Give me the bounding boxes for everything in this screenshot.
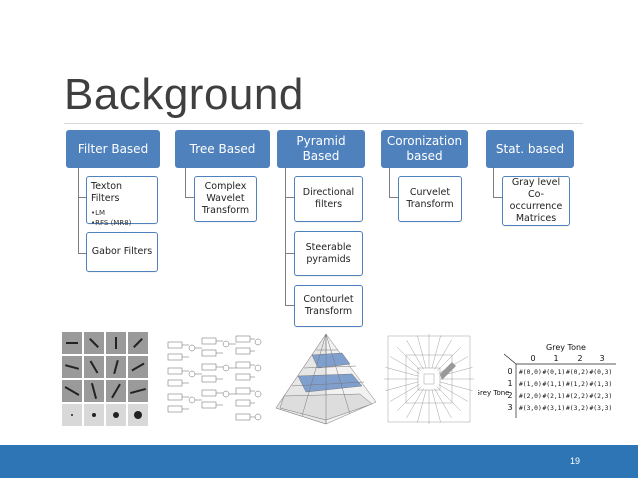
wavelet-tree-image [162,328,270,428]
filter-stroke [111,383,121,399]
header-coronization-based: Coronization based [381,130,468,168]
glcm-cell: #(3,0) [519,405,542,412]
glcm-row-2: 2 [507,391,512,400]
connector [389,168,398,198]
glcm-cell: #(2,0) [519,393,542,400]
glcm-cell: #(3,2) [566,405,589,412]
node-steerable-pyramids: Steerable pyramids [294,231,363,276]
glcm-cell: #(3,3) [590,405,613,412]
filter-stroke [130,387,146,395]
curvelet-ray [436,347,461,372]
filter-stroke [113,359,119,375]
curvelet-ray [389,356,420,374]
glcm-cell: #(0,3) [590,369,613,376]
title-divider [64,123,583,124]
glcm-row-3: 3 [507,403,512,412]
node-texton-filters: Texton Filters •LM •RFS (MR8) [86,176,158,227]
filter-stroke [64,386,80,396]
header-filter-based: Filter Based [66,130,160,168]
curvelet-tiling-image [384,328,474,428]
filter-dot [113,412,119,418]
curvelet-ray [438,384,469,402]
glcm-row-1: 1 [507,379,512,388]
glcm-cell: #(1,1) [543,381,566,388]
curvelet-ray [385,381,419,391]
connector [493,168,502,198]
connector [78,196,86,254]
filter-bank-image [58,328,150,428]
glcm-cell: #(0,1) [543,369,566,376]
filter-stroke [89,360,99,374]
bullet-rfs: •RFS (MR8) [91,219,132,227]
curvelet-ray [417,389,427,423]
curvelet-ray [385,367,419,377]
glcm-cell: #(1,3) [590,381,613,388]
slide-title: Background [64,70,304,119]
node-curvelet-transform: Curvelet Transform [398,176,462,222]
curvelet-ray [434,388,452,419]
node-label: Gray level Co-occurrence Matrices [509,177,563,224]
connector [285,168,294,198]
header-stat-based: Stat. based [486,130,574,168]
connector [285,252,294,306]
curvelet-ray [406,339,424,370]
node-label: Steerable pyramids [305,241,352,265]
glcm-cell: #(2,2) [566,393,589,400]
glcm-row-label: Grey Tone [478,389,509,397]
curvelet-ray [397,347,422,372]
curvelet-ray [406,388,424,419]
node-label: Curvelet Transform [406,187,454,210]
node-label: Contourlet Transform [303,294,354,317]
filter-stroke [64,364,80,370]
node-label: Complex Wavelet Transform [201,181,250,216]
filter-stroke [133,338,143,348]
curvelet-ray [434,339,452,370]
filter-dot [92,413,96,417]
node-glcm: Gray level Co-occurrence Matrices [502,176,570,226]
curvelet-ray [436,386,461,411]
connector [185,168,194,198]
bullet-lm: •LM [91,209,106,217]
curvelet-ray [431,335,441,369]
curvelet-ray [389,384,420,402]
glcm-row-0: 0 [507,367,512,376]
filter-stroke [90,383,98,399]
glcm-col-3: 3 [599,354,604,363]
glcm-cell: #(1,2) [566,381,589,388]
node-complex-wavelet: Complex Wavelet Transform [194,176,257,222]
filter-stroke [131,362,145,372]
node-label: Texton Filters [91,181,123,204]
glcm-col-0: 0 [530,354,535,363]
glcm-cell: #(2,1) [543,393,566,400]
glcm-cell: #(2,3) [590,393,613,400]
glcm-cell: #(3,1) [543,405,566,412]
connector [285,196,294,254]
glcm-cell: #(0,2) [566,369,589,376]
curvelet-ray [417,335,427,369]
footer-bar [0,445,638,478]
curvelet-ray [439,381,473,391]
glcm-col-2: 2 [577,354,582,363]
glcm-cell: #(0,0) [519,369,542,376]
glcm-cell: #(1,0) [519,381,542,388]
glcm-table-image: Grey Tone 0 1 2 3 0 1 2 3 Grey Tone #(0,… [478,328,618,428]
node-contourlet-transform: Contourlet Transform [294,285,363,327]
curvelet-ray [397,386,422,411]
filter-dot [134,411,142,419]
filter-dot [71,414,73,416]
node-label: Gabor Filters [91,246,153,257]
pyramid-image [272,328,380,428]
glcm-col-1: 1 [553,354,558,363]
connector [78,168,86,198]
node-gabor-filters: Gabor Filters [86,232,158,272]
page-number: 19 [569,456,580,466]
header-pyramid-based: Pyramid Based [277,130,365,168]
curvelet-ray [431,389,441,423]
node-directional-filters: Directional filters [294,176,363,222]
header-tree-based: Tree Based [175,130,270,168]
filter-stroke [89,338,99,348]
node-label: Directional filters [302,187,355,210]
glcm-grey-tone: Grey Tone [546,343,586,352]
